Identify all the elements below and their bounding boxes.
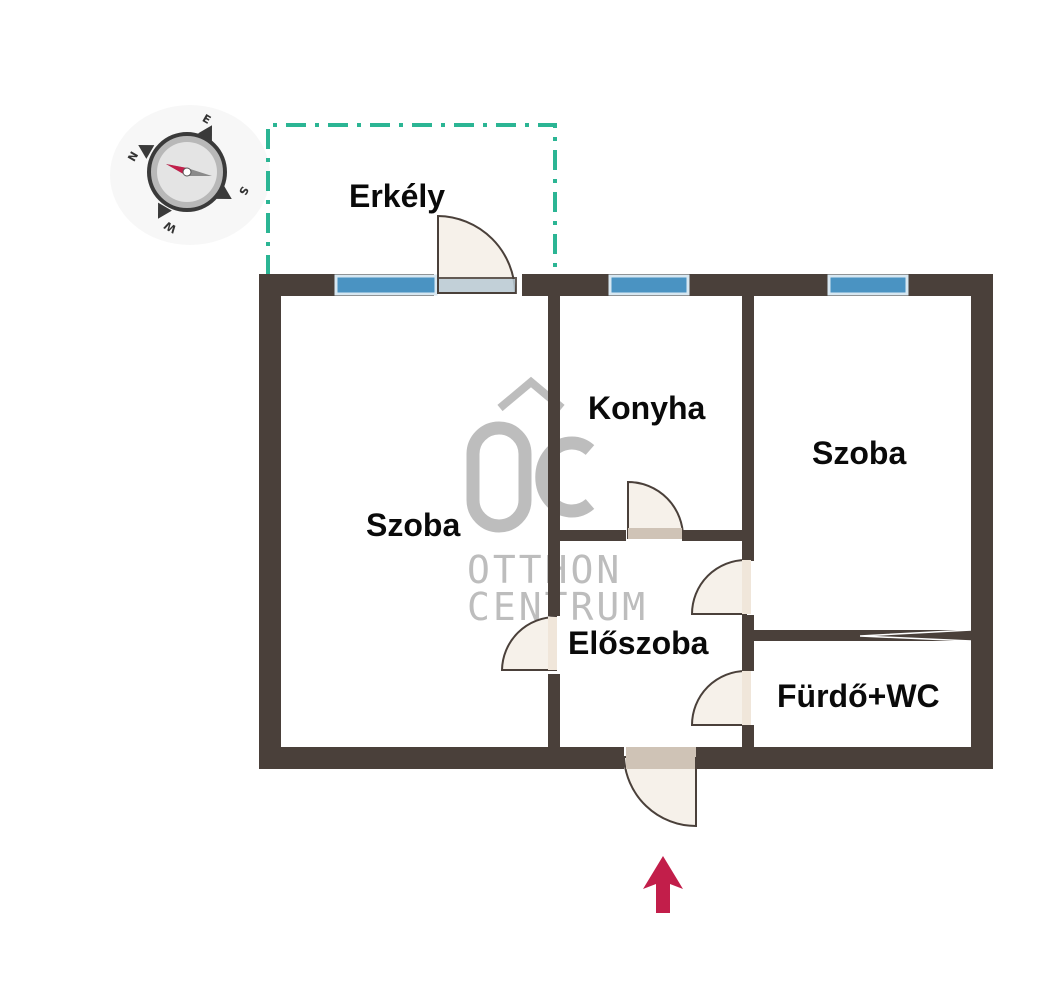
compass-letter-w: W	[162, 218, 179, 235]
door-left-room	[500, 615, 557, 671]
compass: N E S W	[110, 105, 270, 245]
room-label-furdo: Fürdő+WC	[777, 678, 940, 714]
door-balcony	[437, 214, 517, 294]
entrance-arrow-icon	[643, 856, 683, 913]
window-left	[334, 274, 438, 296]
room-label-konyha: Konyha	[588, 390, 706, 426]
door-entrance	[622, 747, 697, 828]
watermark-line1: OTTHON	[467, 548, 622, 592]
watermark-logo: OTTHON CENTRUM	[466, 376, 645, 629]
room-label-szoba-right: Szoba	[812, 435, 906, 471]
door-kitchen	[627, 480, 685, 539]
window-right	[827, 274, 909, 296]
balcony-outline	[266, 123, 557, 275]
doors	[437, 214, 751, 828]
door-bathroom	[690, 669, 751, 726]
bathroom-sliding-line	[859, 629, 972, 642]
room-label-szoba-left: Szoba	[366, 507, 460, 543]
room-label-erkely: Erkély	[349, 178, 445, 214]
window-kitchen	[608, 274, 690, 296]
room-label-eloszoba: Előszoba	[568, 625, 709, 661]
windows	[334, 274, 909, 296]
door-right-room	[690, 558, 751, 615]
